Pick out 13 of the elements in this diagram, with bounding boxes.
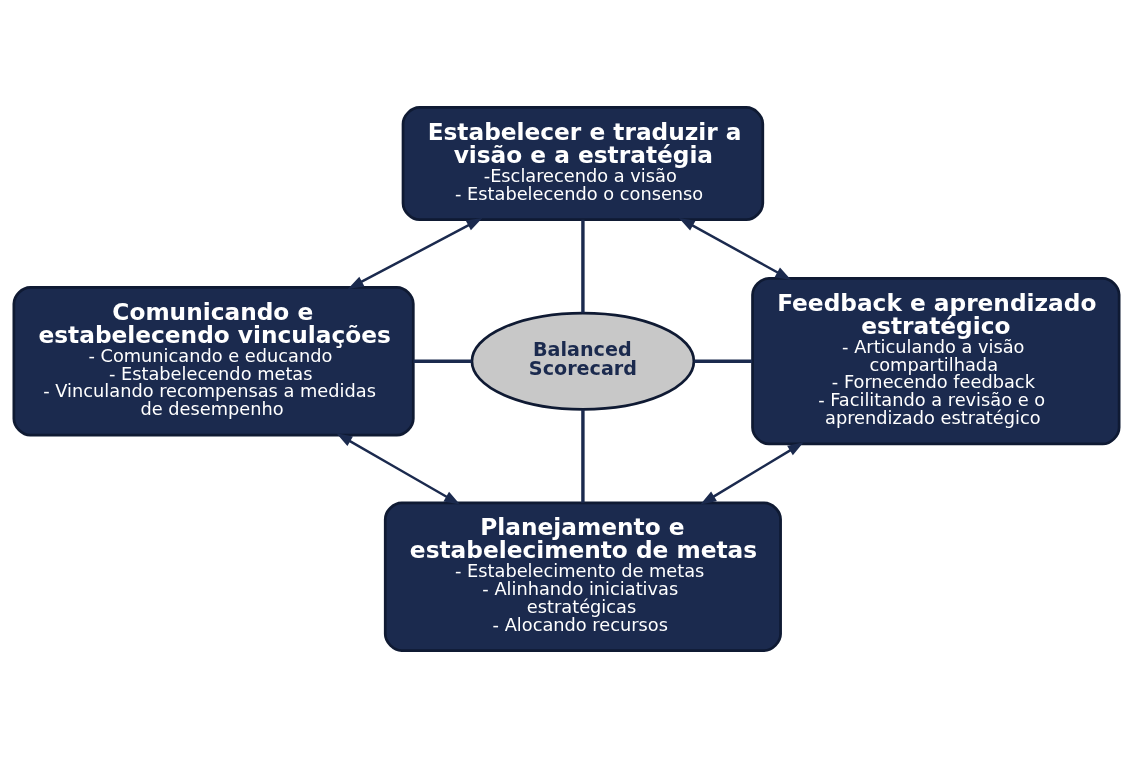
node-box: Estabelecer e traduzir a visão e a estratégia -Esclarecendo a visão - Estabelecendo o consenso: [401, 106, 765, 221]
connector: [694, 359, 753, 363]
connector: [581, 219, 585, 313]
arrow: [336, 433, 460, 505]
node-ellipse: Balanced Scorecard: [470, 311, 696, 411]
connector: [413, 359, 472, 363]
node-box: Comunicando e estabelecendo vinculações - Comunicando e educando - Estabelecendo metas - Vinculando recompensas a medidas de desempenho: [12, 286, 415, 437]
node-box: Planejamento e estabelecimento de metas - Estabelecimento de metas - Alinhando iniciativas estratégicas - Alocando recursos: [383, 501, 782, 652]
node-box: Feedback e aprendizado estratégico - Articulando a visão compartilhada - Fornecendo feedback - Facilitando a revisão e o aprendizado estratégico: [751, 277, 1121, 446]
arrow: [700, 442, 804, 505]
arrow: [678, 217, 792, 280]
connector: [581, 409, 585, 503]
arrow: [347, 218, 483, 289]
